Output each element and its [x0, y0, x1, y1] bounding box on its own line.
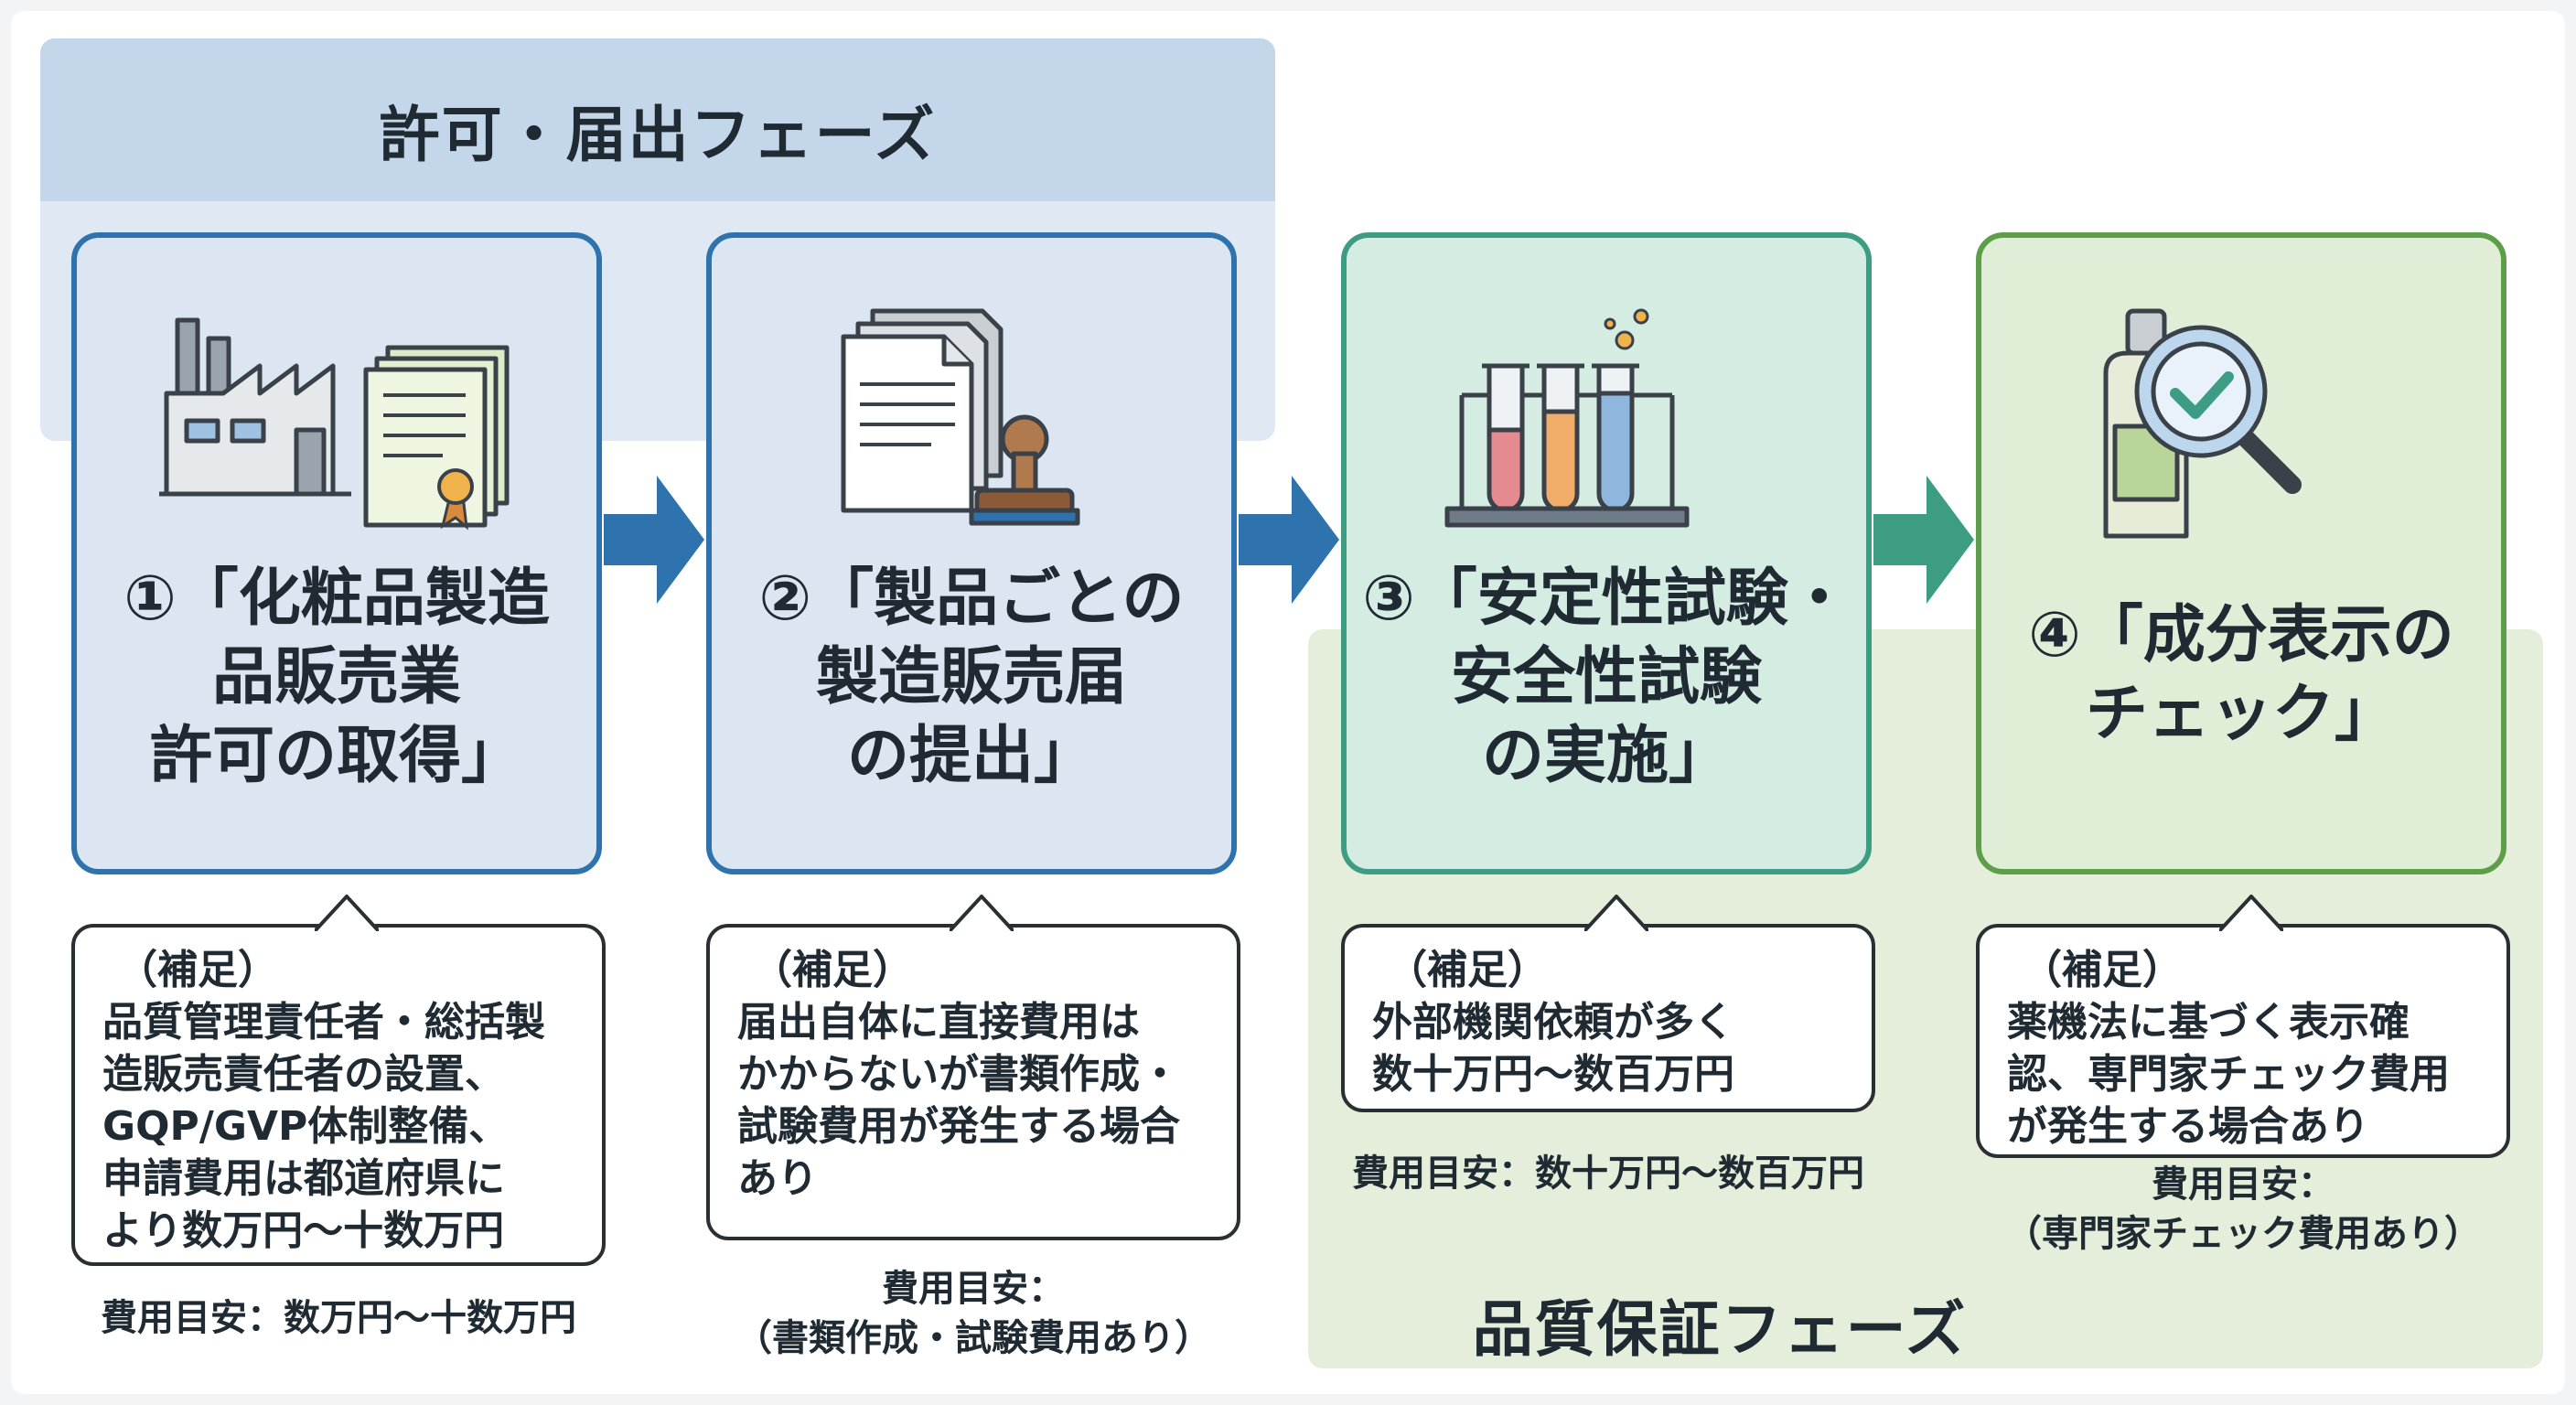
step-1-title-line: 品販売業	[211, 641, 461, 713]
cost-line: （書類作成・試験費用あり）	[735, 1317, 1211, 1359]
flow-arrow-icon	[1239, 476, 1339, 604]
note-line: GQP/GVP体制整備、	[102, 1103, 510, 1150]
factory-and-certificate-icon	[159, 317, 510, 531]
step-1-note: （補足） 品質管理責任者・総括製 造販売責任者の設置、 GQP/GVP体制整備、…	[71, 895, 606, 1266]
note-label: （補足）	[752, 947, 913, 993]
step-4-cost: 費用目安： （専門家チェック費用あり）	[1976, 1160, 2510, 1259]
cost-line: 費用目安：	[2152, 1164, 2334, 1206]
step-3-title: ③「安定性試験・ 安全性試験 の実施」	[1347, 560, 1866, 796]
note-line: 品質管理責任者・総括製	[102, 999, 545, 1046]
step-2-cost: 費用目安： （書類作成・試験費用あり）	[706, 1264, 1240, 1363]
step-2-title-line: の提出」	[846, 720, 1096, 792]
step-2-title: ②「製品ごとの 製造販売届 の提出」	[712, 560, 1231, 796]
step-1-title-line: 許可の取得」	[149, 720, 523, 792]
test-tubes-icon	[1444, 308, 1690, 528]
permit-phase-title: 許可・届出フェーズ	[379, 100, 937, 170]
step-3-card: ③「安定性試験・ 安全性試験 の実施」	[1341, 232, 1872, 874]
note-line: あり	[737, 1155, 818, 1202]
note-line: 外部機関依頼が多く	[1372, 999, 1734, 1046]
step-4-title: ④「成分表示の チェック」	[1981, 596, 2501, 754]
cost-line: 費用目安：数十万円〜数百万円	[1352, 1153, 1864, 1195]
cost-line: 費用目安：	[882, 1268, 1065, 1310]
step-2-card: ②「製品ごとの 製造販売届 の提出」	[706, 232, 1237, 874]
step-3-title-line: の実施」	[1481, 720, 1731, 792]
note-line: 申請費用は都道府県に	[102, 1155, 505, 1202]
note-line: が発生する場合あり	[2007, 1103, 2369, 1150]
step-1-title: ①「化粧品製造 品販売業 許可の取得」	[77, 560, 596, 796]
step-1-cost: 費用目安：数万円〜十数万円	[64, 1293, 613, 1343]
flow-arrow-icon	[1873, 476, 1974, 604]
note-label: （補足）	[2022, 947, 2183, 993]
note-line: かからないが書類作成・	[737, 1051, 1180, 1098]
note-line: 認、専門家チェック費用	[2007, 1051, 2450, 1098]
step-4-title-line: チェック」	[2085, 678, 2397, 750]
note-label: （補足）	[1387, 947, 1548, 993]
quality-phase-title: 品質保証フェーズ	[1472, 1294, 1968, 1365]
note-line: 数十万円〜数百万円	[1372, 1051, 1734, 1098]
cost-line: （専門家チェック費用あり）	[2005, 1213, 2481, 1255]
step-2-title-line: ②「製品ごとの	[758, 563, 1185, 635]
note-line: 試験費用が発生する場合	[737, 1103, 1180, 1150]
documents-and-stamp-icon	[841, 308, 1080, 526]
note-line: 届出自体に直接費用は	[737, 999, 1140, 1046]
step-4-note: （補足） 薬機法に基づく表示確 認、専門家チェック費用 が発生する場合あり	[1976, 895, 2510, 1158]
step-1-title-line: ①「化粧品製造	[123, 563, 550, 635]
step-1-card: ①「化粧品製造 品販売業 許可の取得」	[71, 232, 602, 874]
bottle-magnifier-check-icon	[2103, 308, 2302, 539]
step-3-title-line: ③「安定性試験・	[1362, 563, 1851, 635]
flow-arrow-icon	[604, 476, 704, 604]
step-2-note: （補足） 届出自体に直接費用は かからないが書類作成・ 試験費用が発生する場合 …	[706, 895, 1240, 1240]
note-line: 薬機法に基づく表示確	[2007, 999, 2410, 1046]
step-4-card: ④「成分表示の チェック」	[1976, 232, 2506, 874]
note-line: 造販売責任者の設置、	[102, 1051, 505, 1098]
step-2-title-line: 製造販売届	[815, 641, 1127, 713]
permit-phase-header	[40, 38, 1275, 201]
cost-line: 費用目安：数万円〜十数万円	[101, 1297, 576, 1339]
step-3-note: （補足） 外部機関依頼が多く 数十万円〜数百万円	[1341, 895, 1875, 1112]
step-4-title-line: ④「成分表示の	[2028, 599, 2454, 671]
step-3-cost: 費用目安：数十万円〜数百万円	[1317, 1149, 1899, 1198]
note-label: （補足）	[117, 947, 278, 993]
step-3-title-line: 安全性試験	[1450, 641, 1762, 713]
note-line: より数万円〜十数万円	[102, 1207, 505, 1254]
